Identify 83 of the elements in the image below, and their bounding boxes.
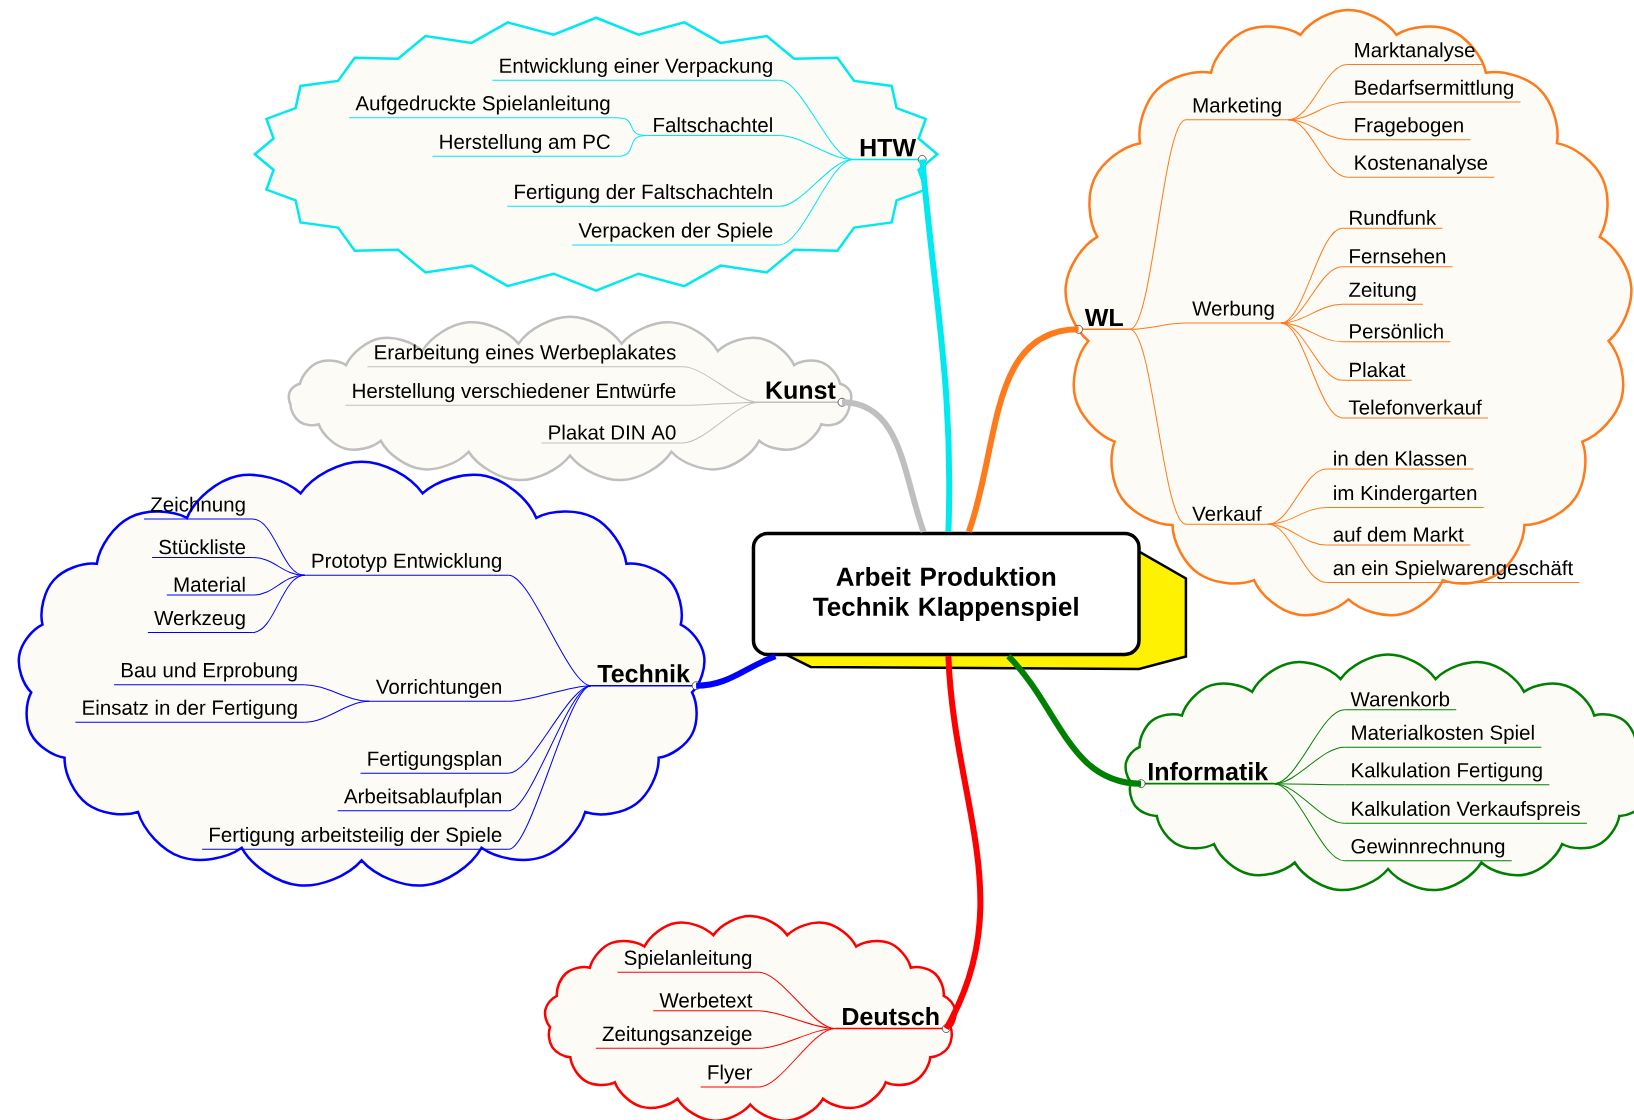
branch-line (1280, 322, 1343, 419)
branch-label: Fertigungsplan (360, 750, 510, 774)
branch-label: Fertigung der Faltschachteln (506, 183, 780, 207)
branch-label: Persönlich (1341, 323, 1451, 343)
branch-line (251, 556, 306, 576)
branch-label: Herstellung am PC (432, 133, 618, 157)
branch-label: Werbung (1185, 300, 1282, 324)
cloud-outline (287, 315, 853, 482)
branch-line (1280, 303, 1343, 324)
branch-label: in den Klassen (1326, 450, 1474, 470)
branch-line (1267, 506, 1328, 525)
branch-label: Zeitungsanzeige (595, 1025, 760, 1049)
branch-label: Plakat (1341, 362, 1413, 381)
branch-label: Plakat DIN A0 (540, 424, 684, 444)
branch-label: Marktanalyse (1346, 42, 1483, 65)
branch-label: Fragebogen (1346, 117, 1471, 141)
branch-label: Bau und Erprobung (113, 662, 305, 686)
branch-line (758, 1027, 836, 1088)
topic-label: Kunst (758, 381, 847, 407)
topic-label: Technik (590, 664, 701, 690)
branch-line (1129, 322, 1187, 330)
main-branch (919, 159, 953, 532)
cloud-outline (17, 460, 706, 887)
main-branch (696, 653, 777, 689)
branch-label: Aufgedruckte Spielanleitung (348, 95, 618, 119)
branch-label: Stückliste (151, 539, 253, 558)
branch-label: Herstellung verschiedener Entwürfe (344, 382, 684, 406)
branch-label: Werkzeug (147, 610, 253, 633)
branch-line (1129, 119, 1187, 330)
cloud-outline (1124, 653, 1634, 892)
cloud-outline (543, 914, 957, 1120)
branch-line (1273, 783, 1345, 862)
branch-label: Werbetext (652, 992, 760, 1012)
branch-label: Marketing (1185, 97, 1289, 121)
branch-label: Entwicklung einer Verpackung (491, 57, 780, 81)
branch-line (1129, 328, 1187, 525)
branch-label: Verkauf (1185, 505, 1269, 525)
branch-line (779, 79, 854, 160)
branch-line (508, 574, 592, 687)
branch-label: Erarbeitung eines Werbeplakates (366, 344, 684, 368)
branch-label: Telefonverkauf (1341, 399, 1489, 419)
branch-label: auf dem Markt (1326, 526, 1471, 546)
branch-line (303, 684, 371, 702)
branch-line (251, 574, 306, 633)
starburst-outline (252, 16, 940, 292)
branch-label: Materialkosten Spiel (1343, 724, 1542, 748)
branch-label: Spielanleitung (616, 949, 760, 973)
branch-label: im Kindergarten (1326, 485, 1485, 508)
branch-label: Flyer (700, 1064, 760, 1088)
main-branch (965, 326, 1079, 533)
branch-label: Verpacken der Spiele (571, 222, 780, 246)
topic-label: HTW (852, 138, 927, 164)
branch-label: Kalkulation Fertigung (1343, 762, 1550, 786)
branch-label: Rundfunk (1341, 209, 1443, 229)
branch-label: Material (166, 576, 253, 596)
branch-line (1287, 119, 1348, 178)
branch-line (1267, 523, 1328, 583)
branch-line (682, 401, 760, 444)
branch-label: Bedarfsermittlung (1346, 79, 1521, 103)
branch-label: Faltschachtel (645, 117, 780, 136)
branch-label: Fertigung arbeitsteilig der Spiele (201, 826, 510, 850)
branch-label: Warenkorb (1343, 691, 1457, 711)
branch-line (303, 700, 371, 723)
branch-label: Kalkulation Verkaufspreis (1343, 800, 1588, 824)
branch-line (682, 366, 760, 403)
main-branch (841, 399, 927, 533)
central-topic-box: Arbeit Produktion Technik Klappenspiel (751, 531, 1188, 671)
branch-line (779, 158, 854, 246)
branch-label: Zeitung (1341, 281, 1424, 305)
topic-label: Informatik (1136, 762, 1276, 788)
branch-label: Einsatz in der Fertigung (74, 699, 305, 723)
branch-label: Fernsehen (1341, 248, 1454, 268)
branch-label: Prototyp Entwicklung (304, 552, 510, 576)
topic-label: WL (1074, 308, 1131, 334)
branch-label: Vorrichtungen (369, 678, 510, 702)
main-branch (1006, 654, 1142, 787)
branch-line (508, 685, 592, 774)
branch-label: Kostenanalyse (1346, 154, 1495, 178)
branch-line (616, 134, 647, 157)
topic-label: Deutsch (834, 1006, 951, 1033)
branch-label: Arbeitsablaufplan (337, 788, 510, 812)
main-branch (943, 655, 984, 1030)
branch-label: Gewinnrechnung (1343, 838, 1513, 862)
